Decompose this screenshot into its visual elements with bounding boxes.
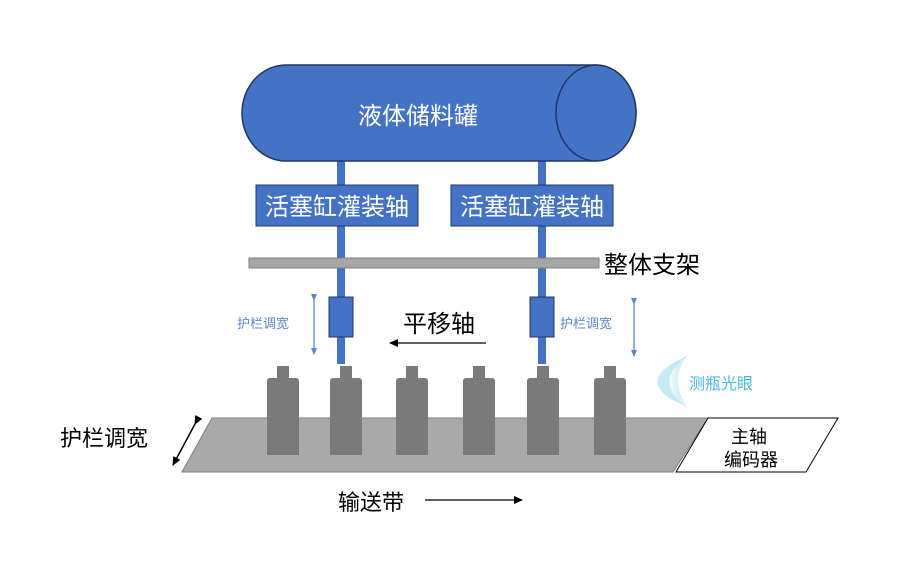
piston-axis-right: 活塞缸灌装轴 xyxy=(450,184,614,227)
bottles xyxy=(267,366,626,455)
liquid-storage-tank: 液体储料罐 xyxy=(241,64,637,162)
nozzle-block-right xyxy=(529,296,555,338)
bottle xyxy=(463,366,495,455)
nozzle-block-left xyxy=(328,296,354,338)
tank-end-cap xyxy=(555,64,637,162)
guardrail-small-label-right: 护栏调宽 xyxy=(560,316,612,332)
translate-axis-label: 平移轴 xyxy=(403,310,475,338)
frame-label: 整体支架 xyxy=(604,251,700,279)
tank-label: 液体储料罐 xyxy=(358,102,478,130)
encoder-line1: 主轴 xyxy=(731,427,767,448)
conveyor-belt xyxy=(181,417,709,473)
bottle xyxy=(330,366,362,455)
piston-axis-left: 活塞缸灌装轴 xyxy=(255,184,419,227)
piston-axis-left-label: 活塞缸灌装轴 xyxy=(265,193,409,221)
main-spindle-encoder xyxy=(675,417,839,473)
bottle xyxy=(396,366,428,455)
encoder-line2: 编码器 xyxy=(724,450,778,471)
guardrail-large-label: 护栏调宽 xyxy=(60,427,148,452)
bottle xyxy=(527,366,559,455)
frame-bar xyxy=(248,257,600,269)
bottle xyxy=(594,366,626,455)
bottle-sensor-label: 测瓶光眼 xyxy=(689,374,753,393)
piston-axis-right-label: 活塞缸灌装轴 xyxy=(460,193,604,221)
guardrail-diagonal-arrow xyxy=(172,415,203,466)
conveyor-label: 输送带 xyxy=(338,491,404,516)
bottle xyxy=(267,366,299,455)
bottle-sensor: 测瓶光眼 xyxy=(657,355,753,408)
guardrail-small-label-left: 护栏调宽 xyxy=(237,316,289,332)
